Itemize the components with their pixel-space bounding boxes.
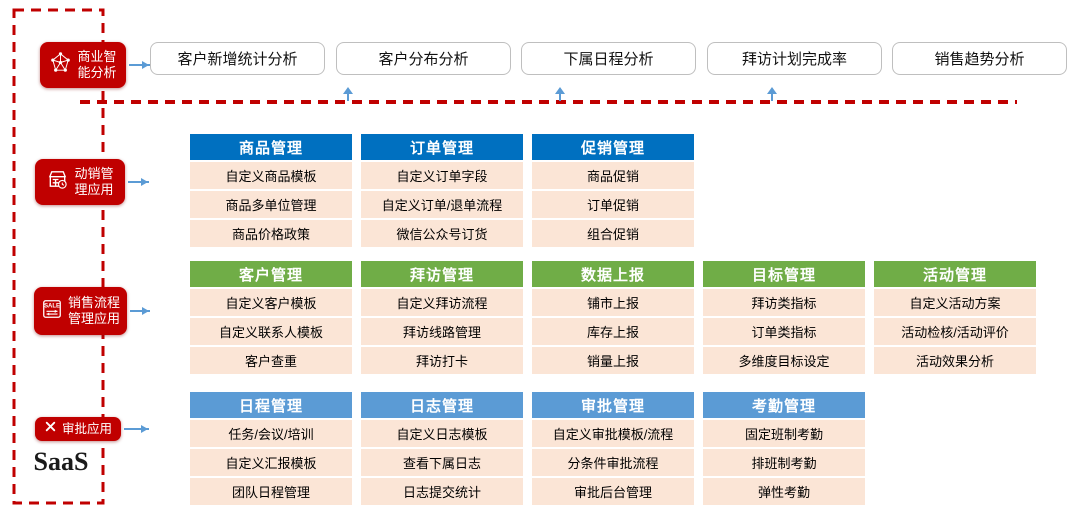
crossed-tools-icon — [44, 420, 57, 438]
table-header: 拜访管理 — [361, 261, 523, 287]
table-row: 商品促销 — [532, 162, 694, 189]
dashed-divider-line — [80, 100, 1017, 104]
flow-arrow-icon — [128, 178, 149, 186]
table-row: 活动检核/活动评价 — [874, 318, 1036, 345]
badge-approval-apps: 审批应用 — [35, 417, 121, 441]
flow-arrow-icon — [129, 61, 150, 69]
module-table: 拜访管理 自定义拜访流程 拜访线路管理 拜访打卡 — [361, 261, 523, 374]
table-header: 考勤管理 — [703, 392, 865, 418]
table-row: 商品多单位管理 — [190, 191, 352, 218]
saas-title: SaaS — [33, 447, 89, 476]
table-header: 日程管理 — [190, 392, 352, 418]
module-table: 客户管理 自定义客户模板 自定义联系人模板 客户查重 — [190, 261, 352, 374]
table-header: 商品管理 — [190, 134, 352, 160]
table-row: 自定义汇报模板 — [190, 449, 352, 476]
table-header: 活动管理 — [874, 261, 1036, 287]
table-row: 铺市上报 — [532, 289, 694, 316]
table-header: 目标管理 — [703, 261, 865, 287]
table-header: 客户管理 — [190, 261, 352, 287]
table-row: 固定班制考勤 — [703, 420, 865, 447]
table-row: 自定义拜访流程 — [361, 289, 523, 316]
badge-sales-process-apps: SALE 销售流程 管理应用 — [34, 287, 127, 335]
analysis-box: 客户新增统计分析 — [150, 42, 325, 75]
table-row: 自定义日志模板 — [361, 420, 523, 447]
analysis-box: 下属日程分析 — [521, 42, 696, 75]
table-row: 日志提交统计 — [361, 478, 523, 505]
network-graph-icon — [49, 51, 72, 79]
table-row: 自定义活动方案 — [874, 289, 1036, 316]
table-row: 订单促销 — [532, 191, 694, 218]
table-header: 审批管理 — [532, 392, 694, 418]
table-row: 任务/会议/培训 — [190, 420, 352, 447]
analysis-box: 销售趋势分析 — [892, 42, 1067, 75]
analysis-box: 拜访计划完成率 — [707, 42, 882, 75]
module-table: 考勤管理 固定班制考勤 排班制考勤 弹性考勤 — [703, 392, 865, 505]
table-header: 订单管理 — [361, 134, 523, 160]
badge-label: 动销管 理应用 — [74, 166, 114, 197]
sale-sliders-icon: SALE — [41, 298, 63, 325]
flow-arrow-icon — [130, 307, 150, 315]
table-row: 自定义订单字段 — [361, 162, 523, 189]
table-row: 微信公众号订货 — [361, 220, 523, 247]
table-row: 自定义审批模板/流程 — [532, 420, 694, 447]
analysis-box: 客户分布分析 — [336, 42, 511, 75]
module-table: 商品管理 自定义商品模板 商品多单位管理 商品价格政策 — [190, 134, 352, 247]
table-header: 数据上报 — [532, 261, 694, 287]
store-icon — [46, 168, 69, 196]
table-row: 弹性考勤 — [703, 478, 865, 505]
up-arrow-icon — [343, 87, 353, 101]
table-header: 促销管理 — [532, 134, 694, 160]
badge-business-intelligence: 商业智 能分析 — [40, 42, 126, 88]
table-row: 审批后台管理 — [532, 478, 694, 505]
table-row: 排班制考勤 — [703, 449, 865, 476]
table-row: 自定义订单/退单流程 — [361, 191, 523, 218]
module-table: 订单管理 自定义订单字段 自定义订单/退单流程 微信公众号订货 — [361, 134, 523, 247]
badge-label: 审批应用 — [61, 422, 112, 436]
table-row: 自定义商品模板 — [190, 162, 352, 189]
table-row: 拜访类指标 — [703, 289, 865, 316]
table-row: 自定义联系人模板 — [190, 318, 352, 345]
badge-label: 销售流程 管理应用 — [67, 295, 120, 326]
module-table: 日志管理 自定义日志模板 查看下属日志 日志提交统计 — [361, 392, 523, 505]
table-row: 拜访打卡 — [361, 347, 523, 374]
table-header: 日志管理 — [361, 392, 523, 418]
module-table: 数据上报 铺市上报 库存上报 销量上报 — [532, 261, 694, 374]
svg-text:SALE: SALE — [44, 303, 60, 309]
up-arrow-icon — [555, 87, 565, 101]
module-table: 审批管理 自定义审批模板/流程 分条件审批流程 审批后台管理 — [532, 392, 694, 505]
flow-arrow-icon — [124, 425, 149, 433]
badge-label: 商业智 能分析 — [77, 49, 117, 80]
up-arrow-icon — [767, 87, 777, 101]
table-row: 库存上报 — [532, 318, 694, 345]
table-row: 订单类指标 — [703, 318, 865, 345]
badge-sales-movement-apps: 动销管 理应用 — [35, 159, 125, 205]
module-table: 日程管理 任务/会议/培训 自定义汇报模板 团队日程管理 — [190, 392, 352, 505]
table-row: 查看下属日志 — [361, 449, 523, 476]
table-row: 商品价格政策 — [190, 220, 352, 247]
module-table: 促销管理 商品促销 订单促销 组合促销 — [532, 134, 694, 247]
table-row: 多维度目标设定 — [703, 347, 865, 374]
table-row: 组合促销 — [532, 220, 694, 247]
module-table: 目标管理 拜访类指标 订单类指标 多维度目标设定 — [703, 261, 865, 374]
table-row: 分条件审批流程 — [532, 449, 694, 476]
table-row: 拜访线路管理 — [361, 318, 523, 345]
table-row: 活动效果分析 — [874, 347, 1036, 374]
table-row: 客户查重 — [190, 347, 352, 374]
table-row: 销量上报 — [532, 347, 694, 374]
module-table: 活动管理 自定义活动方案 活动检核/活动评价 活动效果分析 — [874, 261, 1036, 374]
table-row: 自定义客户模板 — [190, 289, 352, 316]
table-row: 团队日程管理 — [190, 478, 352, 505]
